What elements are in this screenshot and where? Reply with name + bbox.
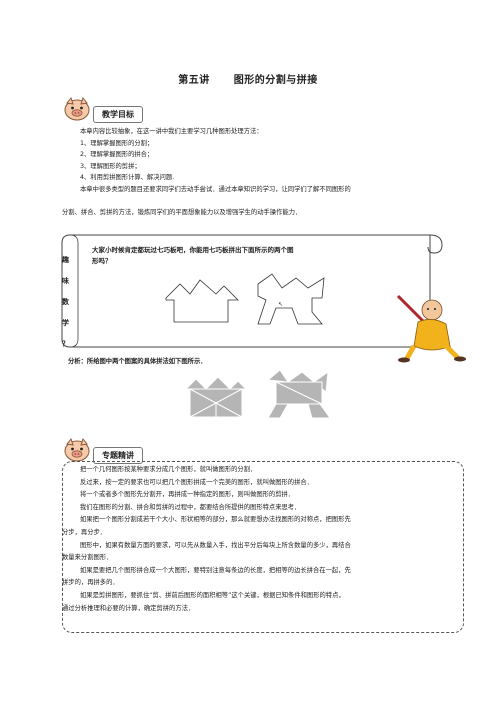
topic-detail-box [62,461,464,633]
detail-line: 如果是剪拼图形，要抓住“剪、拼前后图形的面积相等”这个关键，根据已知条件和图形的… [80,591,345,599]
detail-line: 把一个几何图形按某种要求分成几个图形，就叫做图形的分割． [80,466,257,473]
puzzle-question-line2: 形吗？ [92,257,112,265]
objectives-intro: 本章内容比较抽象，在这一讲中我们主要学习几种图形处理方法： [80,128,263,135]
detail-line: 如果是要把几个图形拼合成一个大图形，要特别注意每条边的长度，把相等的边长拼合在一… [80,566,351,574]
objective-item: 4、利用剪拼图形计算、解决问题. [80,174,175,181]
objectives-summary-line2: 分割、拼合、剪拼的方法，锻炼同学们的平面想象能力以及增强学生的动手操作能力． [62,209,302,216]
detail-line: 数量来分割图形． [62,554,113,562]
objectives-summary-line1: 本章中很多类型的题目还要求同学们去动手尝试．通过本章知识的学习，让同学们了解不同… [80,185,351,193]
detail-line: 如果把一个图形分割成若干个大小、形状相等的部分，那么就要想办法找图形的对称点，把… [80,516,351,524]
side-char: 趣 [62,256,69,264]
puzzle-side-title: 趣 味 数 学 ？ [62,250,72,355]
objective-item: 1、理解掌握图形的分割； [80,139,154,147]
detail-line: 通过分析推理和必要的计算，确定剪拼的方法． [62,604,195,612]
side-char: 数 [62,298,69,306]
svg-text:↖: ↖ [278,301,283,308]
tangram-solution-house [184,376,248,418]
tangram-outline-house [165,279,239,323]
detail-line: 拼步的，再拼多的． [62,579,119,587]
side-char: ？ [62,340,69,348]
objective-item: 3、理解图形的剪拼； [80,162,141,170]
detail-line: 将一个或者多个图形先分割开，再拼成一种指定的图形，则叫做图形的剪拼． [80,491,295,499]
detail-line: 分步，再分步． [62,528,107,536]
puzzle-analysis: 分析：所给图中两个图案的具体拼法如下图所示． [68,358,207,365]
puzzle-question-line1: 大家小时候肯定都玩过七巧板吧，你能用七巧板拼出下面所示的两个图 [92,246,294,254]
page-title: 第五讲 图形的分割与拼接 [0,71,496,86]
topic-detail-text: 把一个几何图形按某种要求分成几个图形，就叫做图形的分割． 反过来，按一定的要求也… [62,464,462,615]
monk-mascot-icon [396,294,466,363]
tangram-solution-animal [266,369,331,419]
objective-item: 2、理解掌握图形的拼合； [80,151,154,158]
lesson-number: 第五讲 [178,75,210,86]
puzzle-question: 大家小时候肯定都玩过七巧板吧，你能用七巧板拼出下面所示的两个图 形吗？ [92,245,422,267]
side-char: 学 [62,319,69,327]
section-label-objectives: 教学目标 [93,106,143,123]
detail-line: 我们在图形的分割、拼合和剪拼的过程中，都要结合所提供的图形特点来思考． [80,503,301,511]
detail-line: 图形中，如果有数量方面的要求，可以先从数量入手，找出平分后每块上所含数量的多少，… [80,541,351,549]
lesson-topic: 图形的分割与拼接 [233,75,318,86]
tangram-outline-animal: ↖ [257,273,325,325]
section-label-topics: 专题精讲 [93,447,143,464]
objectives-block: 本章内容比较抽象，在这一讲中我们主要学习几种图形处理方法： 1、理解掌握图形的分… [80,126,470,195]
side-char: 味 [62,277,69,285]
pig-mascot-icon [64,96,90,121]
pig-mascot-icon [64,437,90,462]
detail-line: 反过来，按一定的要求也可以把几个图形拼成一个完美的图形，就叫做图形的拼合． [80,478,313,486]
